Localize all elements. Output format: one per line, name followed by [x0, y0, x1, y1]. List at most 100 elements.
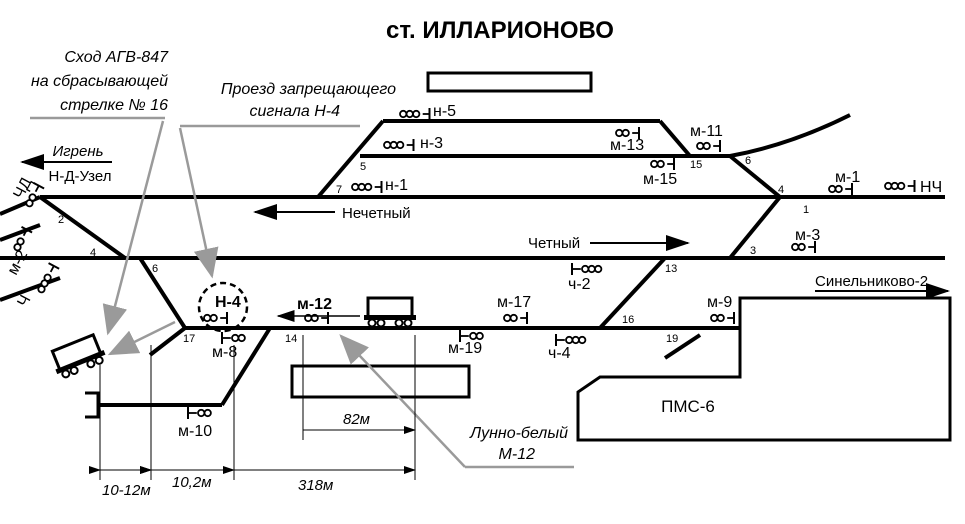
signal-lamp — [834, 184, 843, 194]
signal-lamp — [405, 109, 414, 119]
signal-lamp — [503, 313, 512, 323]
signal-m11-icon — [696, 140, 721, 152]
signal-lamp — [621, 128, 630, 138]
switch-5: 4 — [778, 184, 784, 196]
track-left-ch — [0, 276, 61, 302]
signal-mast — [21, 225, 33, 234]
signal-lamp — [696, 141, 705, 151]
station-title: ст. ИЛЛАРИОНОВО — [386, 17, 614, 44]
signal-m2-icon — [13, 225, 33, 252]
signal-m9-icon — [710, 312, 735, 324]
signal-n3-label: н-3 — [420, 135, 443, 152]
signal-lamp — [357, 182, 366, 192]
switch-8: 7 — [336, 184, 342, 196]
branch-19 — [663, 333, 702, 360]
dimension-lines — [89, 335, 416, 480]
signal-lamp — [231, 333, 240, 343]
buffer-stop — [85, 391, 100, 419]
signal-mast — [48, 262, 60, 270]
signal-n5-label: н-5 — [433, 103, 456, 120]
signal-nch-icon — [884, 180, 916, 192]
annotation-pointers — [30, 116, 574, 469]
signal-lamp — [43, 273, 52, 282]
signal-stem — [34, 185, 40, 193]
signal-lamp — [650, 159, 659, 169]
signal-m15-icon — [650, 158, 675, 170]
left-dest-1: Игрень — [53, 143, 104, 160]
signal-m12-icon — [304, 312, 329, 324]
annotations: Сход АГВ-847 на сбрасывающей стрелке № 1… — [31, 49, 568, 463]
platform-top — [426, 71, 593, 93]
signal-m12-label: м-12 — [297, 296, 332, 313]
tracks — [0, 113, 945, 419]
switch-2: 2 — [58, 214, 64, 226]
signal-m11-label: м-11 — [690, 123, 723, 140]
signal-ch2-icon — [571, 263, 603, 275]
derail-line-3: стрелке № 16 — [60, 97, 168, 114]
signal-n4-icon — [203, 312, 228, 324]
derail-line-2: на сбрасывающей — [31, 73, 168, 90]
signal-stem — [49, 265, 55, 273]
branch-7-curve — [729, 113, 851, 158]
signal-pass-line-2: сигнала Н-4 — [250, 103, 341, 120]
switch-3: 3 — [750, 245, 756, 257]
signal-m10-icon — [187, 407, 212, 419]
signal-n3-icon — [383, 139, 415, 151]
signal-lamp — [389, 140, 398, 150]
signal-n5-icon — [399, 108, 431, 120]
left-dest-2: Н-Д-Узел — [49, 168, 112, 185]
signal-m1-label: м-1 — [835, 169, 860, 186]
signal-m8-icon — [221, 332, 246, 344]
switch-13: 13 — [665, 263, 677, 275]
signal-m17-icon — [503, 312, 528, 324]
signal-mast — [33, 181, 45, 190]
moon-white-line-1: Лунно-белый — [469, 425, 568, 442]
signal-lamp — [791, 242, 800, 252]
signal-lamp — [581, 264, 590, 274]
switch-17: 15 — [690, 159, 702, 171]
signal-lamp — [351, 182, 360, 192]
signal-nch-label: НЧ — [920, 179, 942, 196]
pms-label: ПМС-6 — [661, 397, 715, 416]
derailed-car-icon — [50, 332, 106, 379]
signal-lamp — [884, 181, 893, 191]
signal-stem — [22, 229, 28, 237]
odd-label: Нечетный — [342, 205, 411, 222]
signal-lamp — [197, 408, 206, 418]
moon-white-line-2: М-12 — [499, 446, 536, 463]
signal-lamp — [897, 181, 906, 191]
signal-lamp — [399, 109, 408, 119]
signal-m3-label: м-3 — [795, 227, 820, 244]
dimension-labels: 10-12м 10,2м 318м 82м — [102, 411, 370, 499]
signal-ch2-label: ч-2 — [568, 276, 591, 293]
signal-m10-label: м-10 — [178, 423, 212, 440]
signal-lamp — [412, 109, 421, 119]
branch-6 — [138, 256, 187, 330]
branch-13-15 — [598, 256, 667, 330]
dim-d2: 10,2м — [172, 474, 211, 491]
switch-14: 14 — [285, 333, 297, 345]
signal-m2-label: м-2 — [5, 248, 32, 278]
branch-2 — [38, 195, 127, 260]
signal-chd-icon — [25, 181, 45, 208]
signal-m17-label: м-17 — [497, 294, 531, 311]
signal-lamp — [469, 331, 478, 341]
switch-15: 16 — [622, 314, 634, 326]
locomotive-icon — [364, 296, 416, 328]
branch-5 — [728, 154, 782, 199]
signal-lamp — [383, 140, 392, 150]
switch-19: 19 — [666, 333, 678, 345]
signal-m3-icon — [791, 241, 816, 253]
branch-3 — [728, 195, 782, 260]
switch-6: 6 — [152, 263, 158, 275]
signal-m15-label: м-15 — [643, 171, 677, 188]
signal-lamp — [203, 313, 212, 323]
signal-lamp — [475, 331, 484, 341]
signal-lamp — [587, 264, 596, 274]
signal-ch4-label: ч-4 — [548, 345, 571, 362]
platform-bottom — [290, 364, 471, 399]
signal-lamp — [509, 313, 518, 323]
signal-m8-label: м-8 — [212, 344, 237, 361]
right-dest-label: Синельниково-2 — [815, 273, 928, 290]
